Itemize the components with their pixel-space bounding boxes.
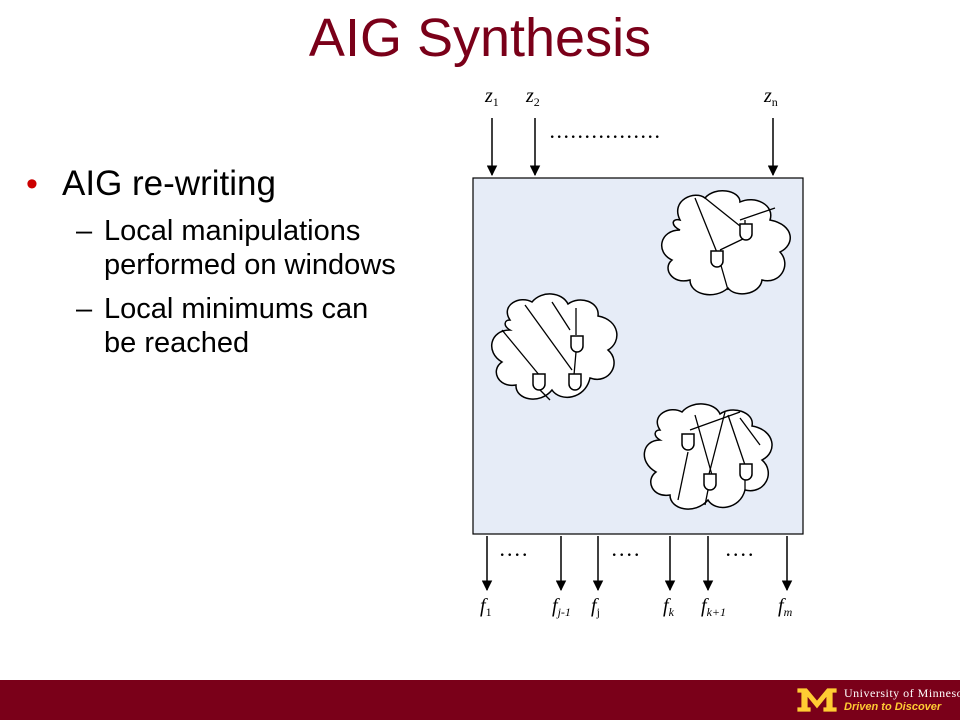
footer-bar xyxy=(0,680,960,720)
output-label-base: f xyxy=(663,595,671,617)
output-ellipsis: .... xyxy=(726,536,756,561)
and-gate-icon xyxy=(532,373,546,391)
input-label: z2 xyxy=(525,85,540,109)
bullet-text: AIG re-writing xyxy=(62,164,276,203)
output-label-base: f xyxy=(701,595,709,617)
input-label-base: z xyxy=(763,85,772,107)
output-label-base: f xyxy=(591,595,599,617)
output-ellipsis: .... xyxy=(500,536,530,561)
output-label-sub: m xyxy=(784,605,793,619)
rewrite-window xyxy=(491,293,618,401)
and-gate-icon xyxy=(568,373,582,391)
bullet-list: • AIG re-writing – Local manipulations p… xyxy=(20,160,400,370)
bullet-dot: • xyxy=(26,165,38,203)
sub-bullet-dash: – xyxy=(76,293,93,325)
output-label-sub: 1 xyxy=(486,605,492,619)
input-label-base: z xyxy=(484,85,493,107)
output-ellipsis: .... xyxy=(612,536,642,561)
output-label-base: f xyxy=(552,595,560,617)
aig-window-diagram: z1 z2 zn ................ xyxy=(472,85,804,619)
output-label: fk+1 xyxy=(701,595,726,619)
input-label-sub: 1 xyxy=(493,95,499,109)
input-label-base: z xyxy=(525,85,534,107)
output-label: fj-1 xyxy=(552,595,571,619)
university-logo-icon xyxy=(796,687,838,713)
university-tagline: Driven to Discover xyxy=(844,701,942,713)
output-label: fk xyxy=(663,595,675,619)
output-label: f1 xyxy=(480,595,492,619)
university-wordmark: University of Minnesota Driven to Discov… xyxy=(844,686,960,714)
and-gate-icon xyxy=(681,433,695,451)
output-label-base: f xyxy=(480,595,488,617)
output-label: fj xyxy=(591,595,600,619)
rewrite-window xyxy=(643,403,773,510)
sub-bullet-dash: – xyxy=(76,215,93,247)
bullet-item: • AIG re-writing xyxy=(20,160,400,208)
input-label: z1 xyxy=(484,85,499,109)
sub-bullet-text: Local minimums can be reached xyxy=(104,293,369,359)
output-label-sub: j-1 xyxy=(556,605,571,619)
slide-title: AIG Synthesis xyxy=(308,8,652,68)
and-gate-icon xyxy=(703,473,717,491)
sub-bullet-item: – Local manipulations performed on windo… xyxy=(20,214,400,282)
sub-bullet-text: Local manipulations performed on windows xyxy=(104,215,396,281)
university-name: University of Minnesota xyxy=(844,686,960,700)
input-label-sub: n xyxy=(772,95,778,109)
sub-bullet-item: – Local minimums can be reached xyxy=(20,292,400,360)
and-gate-icon xyxy=(570,335,584,353)
and-gate-icon xyxy=(739,463,753,481)
rewrite-window xyxy=(661,190,791,296)
output-label-sub: k+1 xyxy=(707,605,726,619)
input-ellipsis: ................ xyxy=(550,118,662,143)
input-label-sub: 2 xyxy=(534,95,540,109)
output-label-base: f xyxy=(778,595,786,617)
output-label-sub: j xyxy=(596,605,600,619)
input-label: zn xyxy=(763,85,778,109)
and-gate-icon xyxy=(710,250,724,268)
output-label: fm xyxy=(778,595,793,619)
output-label-sub: k xyxy=(669,605,675,619)
and-gate-icon xyxy=(739,223,753,241)
